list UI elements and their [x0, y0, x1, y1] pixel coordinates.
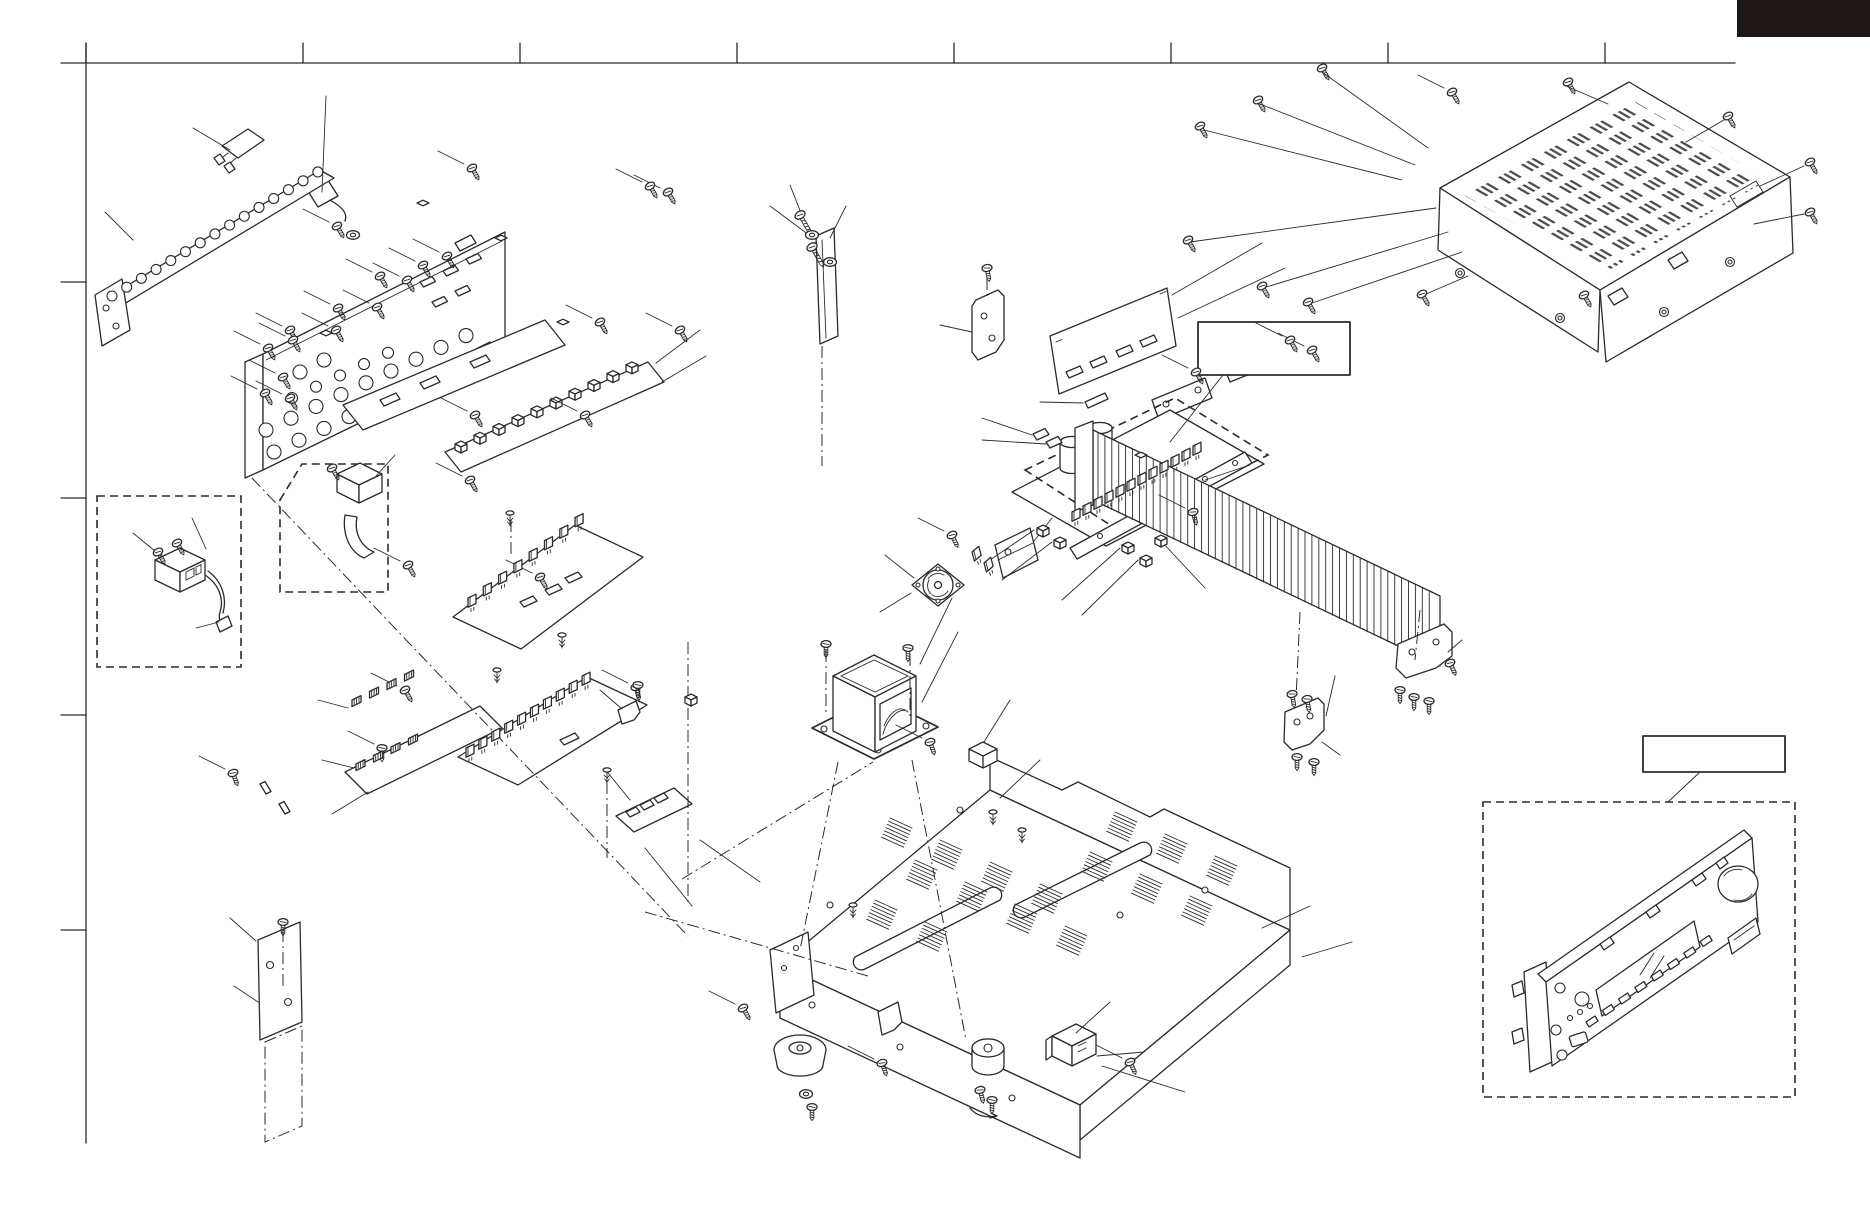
- strap-part-group: [279, 462, 389, 593]
- washers: [345, 230, 838, 267]
- usb-port: [1568, 1031, 1589, 1048]
- alignment-axis-lines: [251, 278, 1421, 1041]
- callout-box-2: [1642, 735, 1786, 773]
- ac-inlet: [1045, 1023, 1097, 1067]
- wire-connector: [215, 615, 233, 633]
- cooling-fan: [911, 563, 965, 607]
- support-bracket: [971, 289, 1005, 361]
- ground-wire: [969, 1107, 998, 1119]
- foot-small: [971, 1038, 1005, 1076]
- main-pcb: [342, 319, 566, 431]
- accessory-socket-group: [96, 495, 242, 668]
- foot-large: [773, 1034, 827, 1099]
- top-cover: [1437, 81, 1794, 363]
- volume-knob: [1717, 865, 1759, 903]
- page-header-block: [1737, 0, 1870, 37]
- foam-block: [968, 741, 998, 769]
- fan-bracket: [994, 527, 1039, 579]
- perforated-strip: [94, 166, 335, 347]
- digital-board: [1049, 287, 1177, 395]
- page-label-background: [1737, 0, 1870, 37]
- mount-plate-a: [1151, 377, 1213, 421]
- display-window: [1595, 920, 1701, 1017]
- connector-cubes: [684, 524, 1168, 707]
- strap-band: [343, 514, 375, 559]
- heatsink-bracket-b: [1395, 623, 1453, 679]
- front-panel-assembly: [1482, 801, 1796, 1098]
- vent-grid: [1462, 98, 1768, 274]
- cord-clamp: [617, 700, 641, 725]
- ruler-marks: [60, 42, 1736, 1144]
- plug-body: [221, 128, 265, 159]
- input-terminal-board: [444, 361, 665, 473]
- left-bracket: [257, 780, 303, 1143]
- vertical-board: [815, 227, 839, 345]
- chassis-left-panel: [769, 931, 815, 1014]
- heatsink-bracket-a: [1283, 697, 1325, 751]
- chassis-base: [615, 700, 1291, 1159]
- callout-box-1: [1197, 321, 1351, 376]
- heatsink: [1074, 420, 1441, 667]
- power-transformer: [811, 654, 939, 760]
- speaker-terminal-board: [344, 705, 503, 795]
- small-pcb: [615, 787, 693, 833]
